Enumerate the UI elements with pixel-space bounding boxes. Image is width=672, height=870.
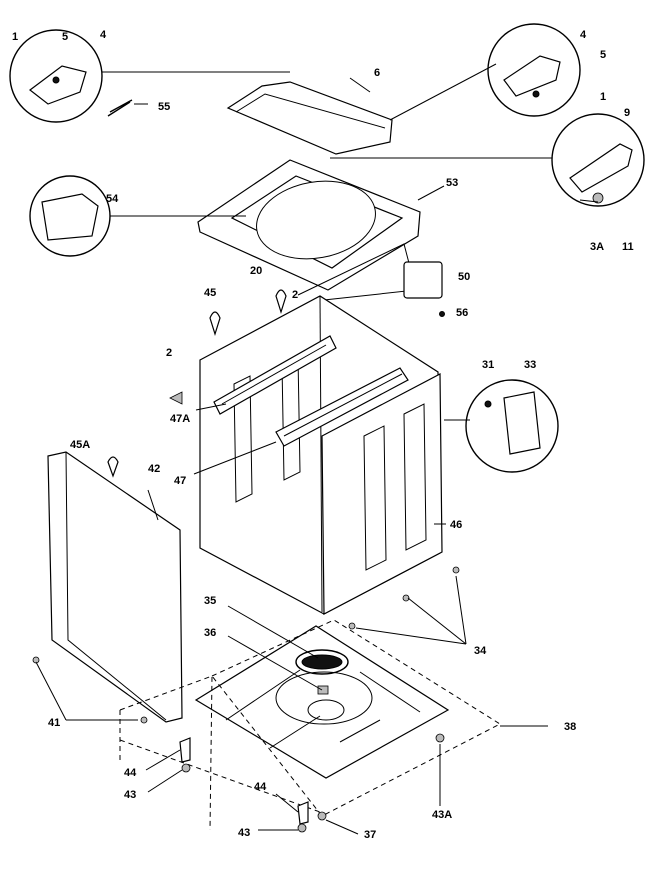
callout-11: 11 — [622, 241, 634, 253]
callout-44-bottom: 44 — [254, 781, 267, 793]
callout-47A: 47A — [170, 413, 190, 425]
callout-45: 45 — [204, 287, 216, 299]
callout-54: 54 — [106, 193, 119, 205]
callout-35: 35 — [204, 595, 216, 607]
callout-43-left: 43 — [124, 789, 136, 801]
callout-labels: 1 5 4 55 6 4 5 1 9 3A 11 54 53 50 56 20 … — [12, 29, 634, 841]
callout-20: 20 — [250, 265, 262, 277]
callout-42: 42 — [148, 463, 160, 475]
base-part-38 — [194, 625, 450, 779]
callout-6: 6 — [374, 67, 380, 79]
callout-56: 56 — [456, 307, 468, 319]
leader-lines — [35, 63, 599, 835]
callout-44-left: 44 — [124, 767, 137, 779]
callout-36: 36 — [204, 627, 216, 639]
callout-46: 46 — [450, 519, 462, 531]
callout-34: 34 — [474, 645, 487, 657]
dashed-outlines — [119, 619, 502, 831]
detail-circle-left — [29, 175, 111, 257]
top-lid-part-6 — [226, 81, 393, 155]
callout-2-left: 2 — [166, 347, 172, 359]
cabinet-body — [199, 295, 443, 615]
callout-47: 47 — [174, 475, 186, 487]
callout-53: 53 — [446, 177, 458, 189]
detail-circle-top-right — [487, 23, 581, 117]
callout-38: 38 — [564, 721, 576, 733]
callout-1-top-left: 1 — [12, 31, 18, 43]
callout-43A: 43A — [432, 809, 452, 821]
callout-31: 31 — [482, 359, 494, 371]
callout-45A: 45A — [70, 439, 90, 451]
detail-circle-right — [551, 113, 645, 207]
top-frame-part-53 — [197, 159, 421, 301]
callout-5-top-left: 5 — [62, 31, 68, 43]
callout-41: 41 — [48, 717, 60, 729]
callout-33: 33 — [524, 359, 536, 371]
callout-5-top-right: 5 — [600, 49, 606, 61]
callout-4-top-left: 4 — [100, 29, 107, 41]
side-panel-part-42 — [47, 451, 183, 723]
callout-37: 37 — [364, 829, 376, 841]
callout-55: 55 — [158, 101, 170, 113]
callout-4-top-right: 4 — [580, 29, 587, 41]
detail-circle-switch — [465, 379, 559, 473]
callout-9: 9 — [624, 107, 630, 119]
callout-50: 50 — [458, 271, 470, 283]
detail-circle-top-left — [9, 29, 103, 123]
callout-2-top: 2 — [292, 289, 298, 301]
callout-3A: 3A — [590, 241, 604, 253]
small-parts — [32, 99, 460, 833]
callout-43-bottom: 43 — [238, 827, 250, 839]
callout-1-top-right: 1 — [600, 91, 606, 103]
